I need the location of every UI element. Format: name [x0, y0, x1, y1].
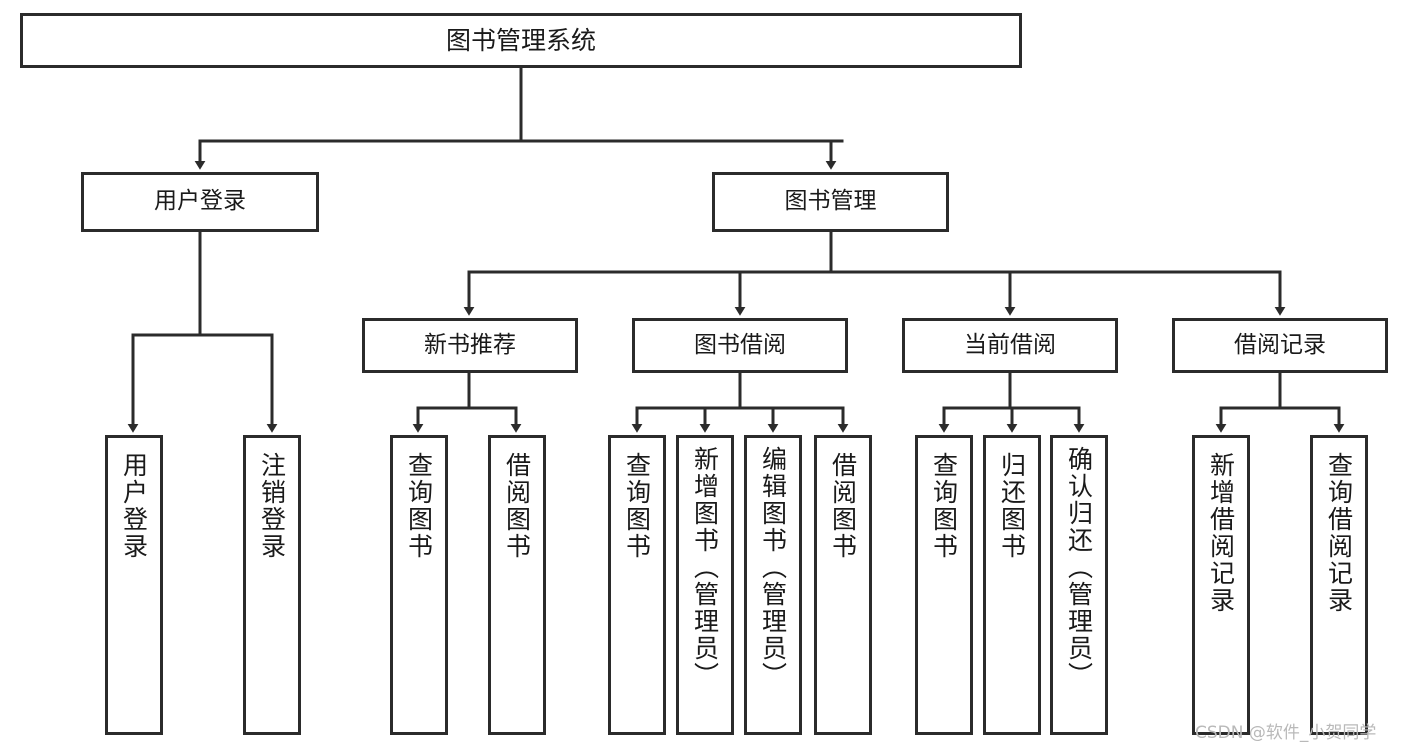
node-new-book-recommend[interactable]: 新书推荐	[362, 318, 578, 373]
leaf-node[interactable]: 查询图书	[915, 435, 973, 735]
node-label: 图书借阅	[694, 331, 786, 358]
node-current-borrow[interactable]: 当前借阅	[902, 318, 1118, 373]
node-label: 查询图书	[929, 452, 959, 560]
node-label: 归还图书	[997, 452, 1027, 560]
node-borrow-record[interactable]: 借阅记录	[1172, 318, 1388, 373]
node-label: 当前借阅	[964, 331, 1056, 358]
node-label: 新书推荐	[424, 331, 516, 358]
node-label: 借阅图书	[828, 452, 858, 560]
node-book-borrow[interactable]: 图书借阅	[632, 318, 848, 373]
node-label: 新增图书（管理员）	[690, 446, 720, 689]
leaf-node[interactable]: 借阅图书	[488, 435, 546, 735]
node-label: 新增借阅记录	[1206, 452, 1236, 614]
leaf-node[interactable]: 新增借阅记录	[1192, 435, 1250, 735]
node-label: 查询图书	[622, 452, 652, 560]
node-label: 图书管理系统	[445, 25, 596, 55]
node-label: 查询借阅记录	[1324, 452, 1354, 614]
node-label: 图书管理	[784, 188, 877, 215]
node-book-management-system[interactable]: 图书管理系统	[20, 13, 1022, 68]
node-label: 编辑图书（管理员）	[758, 446, 788, 689]
leaf-node[interactable]: 查询图书	[390, 435, 448, 735]
node-label: 借阅记录	[1234, 331, 1326, 358]
node-label: 借阅图书	[502, 452, 532, 560]
node-label: 查询图书	[404, 452, 434, 560]
leaf-node[interactable]: 新增图书（管理员）	[676, 435, 734, 735]
leaf-node[interactable]: 归还图书	[983, 435, 1041, 735]
node-label: 用户登录	[154, 188, 246, 215]
leaf-node[interactable]: 注销登录	[243, 435, 301, 735]
leaf-node[interactable]: 编辑图书（管理员）	[744, 435, 802, 735]
leaf-node[interactable]: 借阅图书	[814, 435, 872, 735]
leaf-node[interactable]: 确认归还（管理员）	[1050, 435, 1108, 735]
node-label: 注销登录	[257, 452, 287, 560]
leaf-node[interactable]: 用户登录	[105, 435, 163, 735]
node-label: 用户登录	[119, 452, 149, 560]
node-user-login[interactable]: 用户登录	[81, 172, 319, 232]
leaf-node[interactable]: 查询借阅记录	[1310, 435, 1368, 735]
node-book-management[interactable]: 图书管理	[712, 172, 949, 232]
node-label: 确认归还（管理员）	[1064, 446, 1094, 689]
leaf-node[interactable]: 查询图书	[608, 435, 666, 735]
